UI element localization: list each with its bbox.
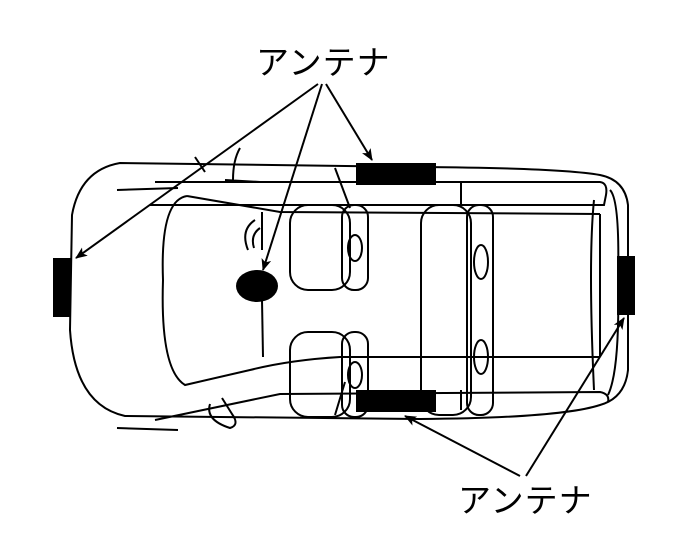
arrow-front bbox=[75, 83, 319, 259]
arrows bbox=[75, 83, 625, 477]
front-left-seat bbox=[289, 204, 351, 291]
arrow-left-side bbox=[325, 83, 373, 161]
arrow-rear bbox=[525, 317, 625, 477]
antenna-label-bottom: アンテナ bbox=[458, 481, 593, 520]
arrow-right-side bbox=[404, 415, 521, 477]
front-left-headrest bbox=[341, 204, 369, 291]
car-body-outline bbox=[68, 147, 629, 431]
arrow-interior bbox=[261, 83, 323, 271]
right-side-antenna bbox=[356, 390, 436, 412]
rear-seat-back bbox=[466, 204, 494, 416]
rear-antenna bbox=[617, 256, 635, 315]
antennas bbox=[53, 163, 635, 412]
antenna-label-top: アンテナ bbox=[256, 43, 391, 82]
rear-seat bbox=[420, 204, 472, 416]
interior-antenna bbox=[236, 270, 278, 302]
front-right-seat bbox=[289, 331, 351, 418]
seats bbox=[289, 204, 494, 418]
front-antenna bbox=[53, 258, 71, 317]
front-right-headrest bbox=[341, 331, 369, 418]
left-side-antenna bbox=[356, 163, 436, 185]
